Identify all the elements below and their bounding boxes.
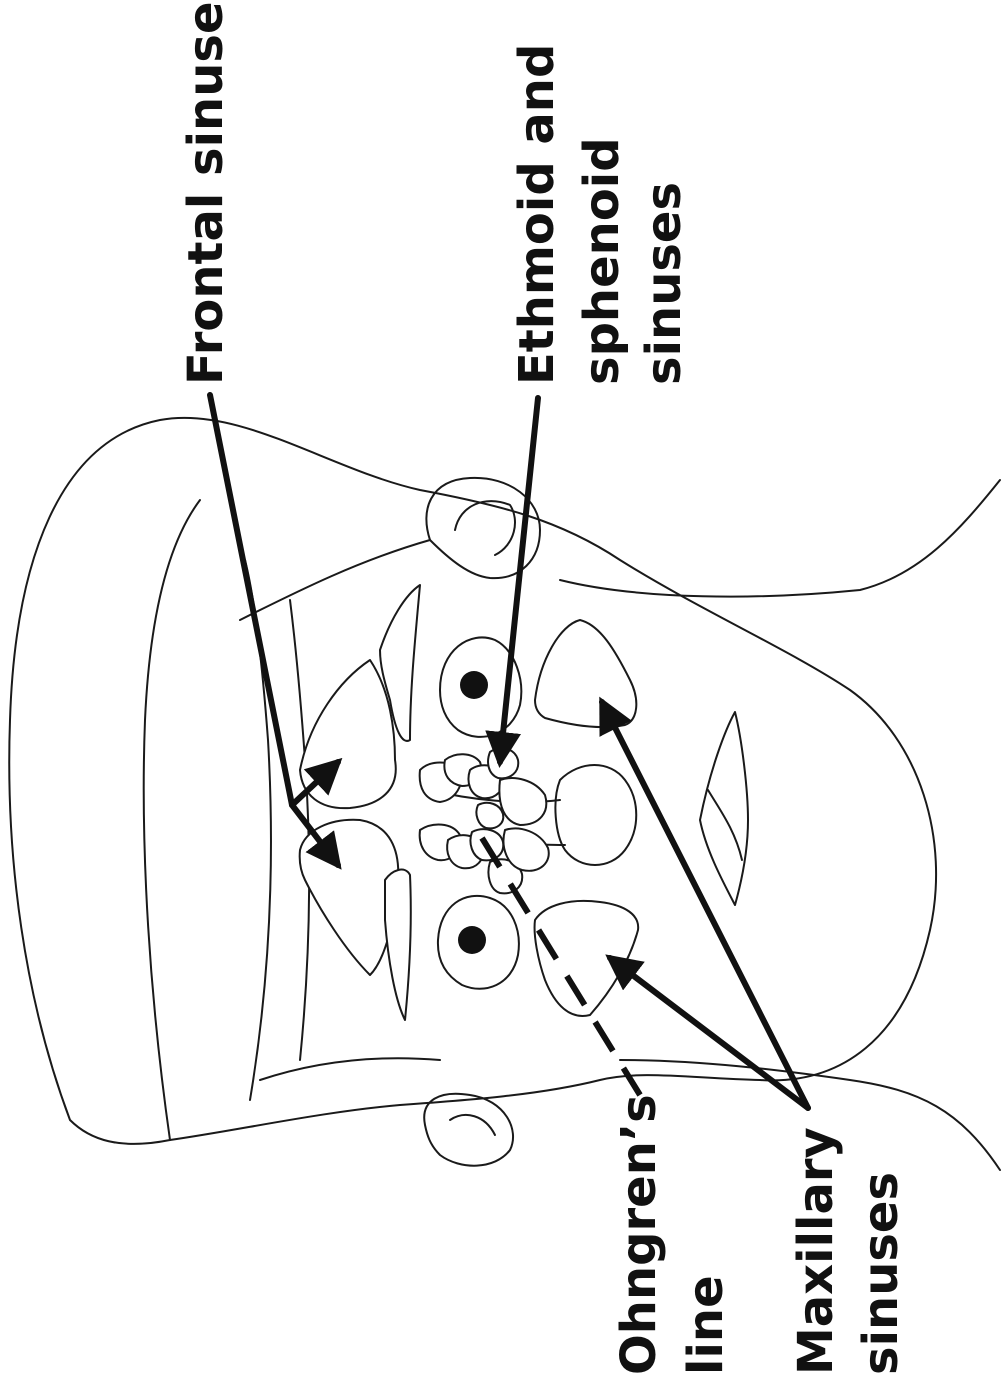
label-ethmoid-line2: sphenoid xyxy=(574,137,630,385)
temple-line-bottom xyxy=(260,1058,440,1080)
frontal-sinus-bottom xyxy=(300,820,399,975)
brow-ridge-bottom xyxy=(385,870,411,1020)
hairline-contour xyxy=(144,500,200,1140)
label-ohngren-line1: Ohngren’s xyxy=(611,1094,667,1375)
label-ohngren-line2: line xyxy=(678,1275,734,1375)
sphenoid-center xyxy=(476,803,503,829)
mouth-line xyxy=(708,790,742,860)
label-maxillary-line1: Maxillary xyxy=(788,1127,844,1375)
mouth xyxy=(700,712,748,905)
maxillary-sinus-top xyxy=(535,620,636,727)
ear-bottom xyxy=(424,1094,513,1166)
brow-contour xyxy=(290,600,309,1060)
label-frontal-sinuses: Frontal sinuses xyxy=(178,0,234,385)
nose-outline xyxy=(555,765,636,865)
neck-line-top xyxy=(560,480,1000,597)
ear-bottom-inner xyxy=(450,1115,495,1135)
pupil-top xyxy=(460,671,488,699)
maxillary-sinus-bottom xyxy=(535,901,639,1016)
maxillary-pointer-bottom xyxy=(610,958,808,1108)
label-ethmoid-line1: Ethmoid and xyxy=(509,44,565,385)
maxillary-pointer-top xyxy=(602,702,808,1108)
label-maxillary-line2: sinuses xyxy=(853,1172,909,1375)
label-ethmoid-line3: sinuses xyxy=(636,182,692,385)
sinuses xyxy=(300,585,639,1020)
ethmoid-cell-5 xyxy=(499,778,546,825)
pupil-bottom xyxy=(458,926,486,954)
